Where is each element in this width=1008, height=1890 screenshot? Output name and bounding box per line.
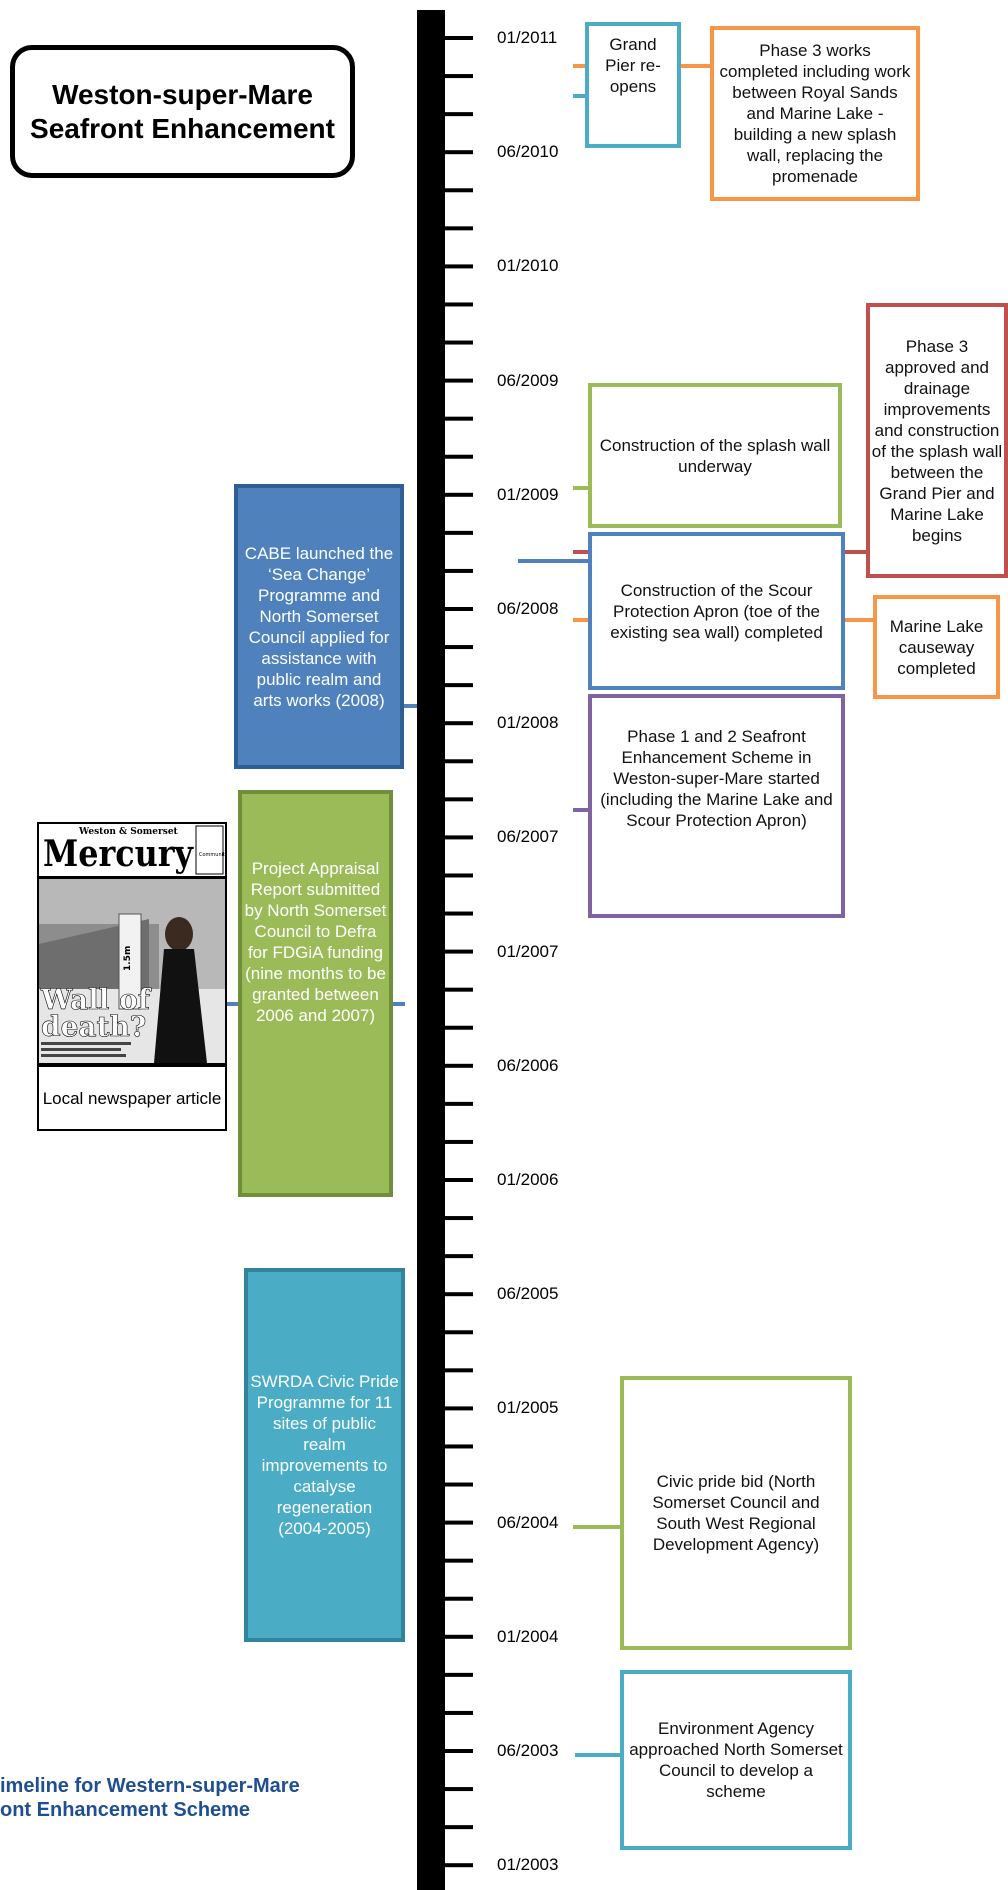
major-tick <box>445 36 473 40</box>
event-phase12: Phase 1 and 2 Seafront Enhancement Schem… <box>588 694 845 918</box>
minor-tick <box>445 1254 473 1259</box>
figure-caption: imeline for Western-super-Mare ont Enhan… <box>0 1774 400 1822</box>
minor-tick <box>445 568 473 573</box>
tick-label: 06/2008 <box>497 599 559 618</box>
minor-tick <box>445 1139 473 1144</box>
minor-tick <box>445 302 473 307</box>
newspaper-image: Weston & Somerset Mercury Community 1.5m… <box>37 822 227 1065</box>
major-tick <box>445 949 473 954</box>
timeline-ticks <box>445 36 473 1868</box>
major-tick <box>445 1178 473 1182</box>
tick-label: 06/2004 <box>497 1512 559 1532</box>
tick-label: 01/2007 <box>497 941 559 961</box>
tick-label: 01/2006 <box>497 1170 559 1189</box>
minor-tick <box>445 74 473 79</box>
minor-tick <box>445 1330 473 1335</box>
major-tick <box>445 1749 473 1753</box>
minor-tick <box>445 1825 473 1830</box>
minor-tick <box>445 1216 473 1221</box>
minor-tick <box>445 683 473 688</box>
major-tick <box>445 378 473 383</box>
minor-tick <box>445 645 473 650</box>
tick-label: 06/2003 <box>497 1741 559 1760</box>
figure-caption-line-2: ont Enhancement Scheme <box>0 1799 251 1821</box>
event-grand-pier: Grand Pier re-opens <box>585 22 681 148</box>
event-env-agency: Environment Agency approached North Some… <box>620 1670 852 1850</box>
minor-tick <box>445 873 473 878</box>
major-tick <box>445 492 473 497</box>
event-swrda: SWRDA Civic Pride Programme for 11 sites… <box>244 1268 405 1642</box>
minor-tick <box>445 416 473 421</box>
tick-label: 01/2005 <box>497 1398 559 1418</box>
minor-tick <box>445 797 473 802</box>
event-phase3-works: Phase 3 works completed including work b… <box>710 26 920 201</box>
minor-tick <box>445 1558 473 1563</box>
tick-label: 01/2008 <box>497 713 559 733</box>
minor-tick <box>445 226 473 231</box>
tick-label: 01/2010 <box>497 256 559 276</box>
minor-tick <box>445 1101 473 1106</box>
event-phase3-approved: Phase 3 approved and drainage improvemen… <box>866 303 1008 578</box>
minor-tick <box>445 1710 473 1715</box>
major-tick <box>445 264 473 269</box>
major-tick <box>445 1406 473 1411</box>
newspaper-badge: Community <box>199 852 225 858</box>
major-tick <box>445 1634 473 1639</box>
minor-tick <box>445 1444 473 1449</box>
tick-label: 06/2006 <box>497 1055 559 1075</box>
event-splash-wall: Construction of the splash wall underway <box>588 383 842 528</box>
newspaper-sign: 1.5m <box>123 946 133 971</box>
timeline-axis <box>417 10 445 1890</box>
event-cabe: CABE launched the ‘Sea Change’ Programme… <box>234 484 404 769</box>
major-tick <box>445 1063 473 1068</box>
major-tick <box>445 1863 473 1868</box>
figure-caption-line-1: imeline for Western-super-Mare <box>0 1775 300 1797</box>
event-marine-lake: Marine Lake causeway completed <box>873 595 1000 699</box>
minor-tick <box>445 1025 473 1030</box>
minor-tick <box>445 1787 473 1792</box>
minor-tick <box>445 759 473 764</box>
major-tick <box>445 150 473 155</box>
newspaper-headline-2: death? <box>41 1010 146 1043</box>
newspaper-masthead: Mercury <box>43 833 194 875</box>
minor-tick <box>445 1672 473 1677</box>
event-project-appraisal: Project Appraisal Report submitted by No… <box>238 790 393 1197</box>
event-scour-apron: Construction of the Scour Protection Apr… <box>588 532 845 690</box>
major-tick <box>445 1520 473 1525</box>
tick-label: 06/2007 <box>497 827 559 847</box>
diagram-title: Weston-super-Mare Seafront Enhancement <box>10 45 355 178</box>
event-civic-bid: Civic pride bid (North Somerset Council … <box>620 1376 852 1650</box>
major-tick <box>445 607 473 611</box>
minor-tick <box>445 987 473 992</box>
major-tick <box>445 835 473 840</box>
tick-label: 06/2009 <box>497 370 559 390</box>
minor-tick <box>445 188 473 193</box>
minor-tick <box>445 112 473 117</box>
newspaper-headline-1: Wall of <box>40 983 152 1016</box>
tick-label: 06/2010 <box>497 142 559 162</box>
major-tick <box>445 1292 473 1297</box>
tick-label: 01/2003 <box>497 1855 559 1875</box>
newspaper-masthead-top: Weston & Somerset <box>78 827 179 837</box>
minor-tick <box>445 911 473 916</box>
tick-label: 06/2005 <box>497 1284 559 1304</box>
major-tick <box>445 721 473 726</box>
minor-tick <box>445 1368 473 1373</box>
tick-label: 01/2009 <box>497 484 559 504</box>
minor-tick <box>445 340 473 345</box>
minor-tick <box>445 1596 473 1601</box>
newspaper-caption: Local newspaper article <box>37 1065 227 1131</box>
minor-tick <box>445 1482 473 1487</box>
minor-tick <box>445 454 473 459</box>
minor-tick <box>445 530 473 535</box>
tick-label: 01/2011 <box>497 28 558 47</box>
tick-label: 01/2004 <box>497 1626 559 1646</box>
